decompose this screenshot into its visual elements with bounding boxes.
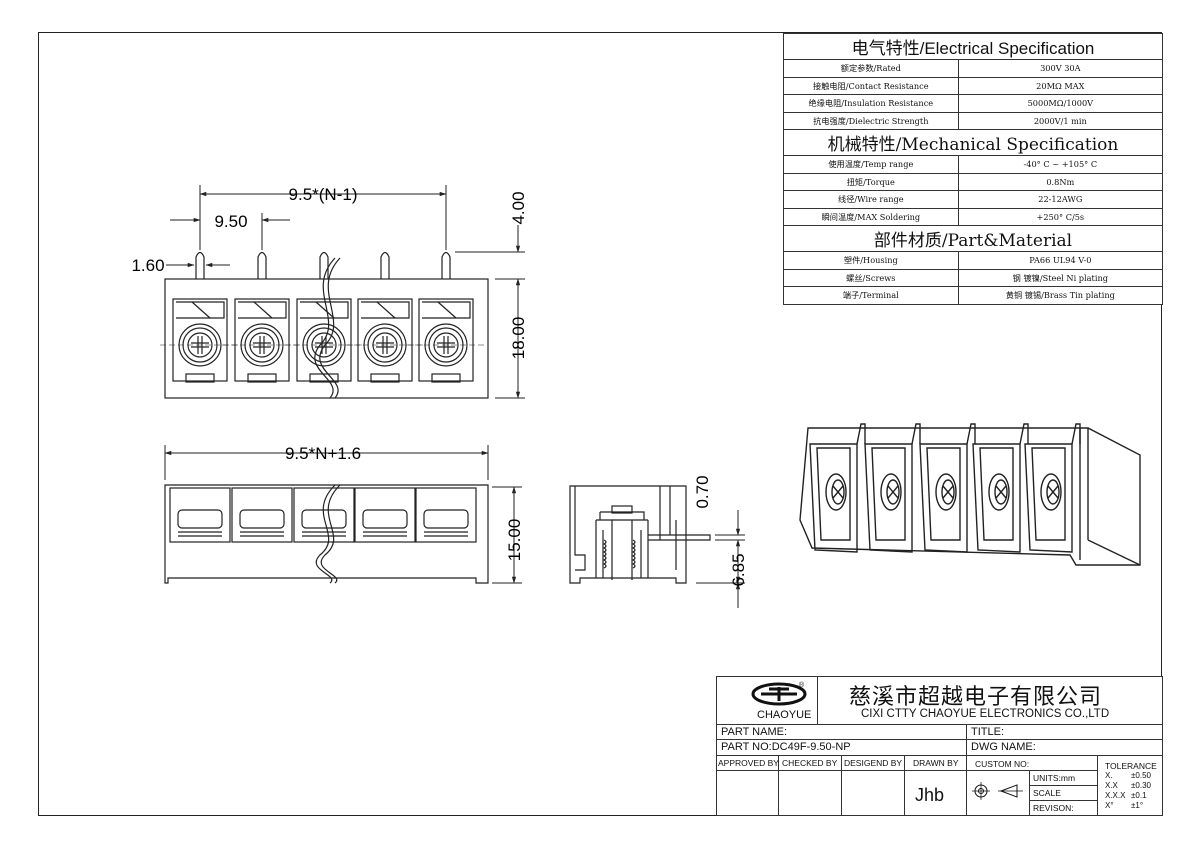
pin bbox=[319, 251, 329, 279]
designed-by-label: DESIGEND BY bbox=[844, 758, 903, 768]
tolerance-value: ±0.50 bbox=[1131, 771, 1151, 780]
tolerance-value: ±1° bbox=[1131, 801, 1144, 810]
tolerance-key: X° bbox=[1105, 801, 1114, 810]
bottom-cell bbox=[231, 487, 293, 543]
part-name-label: PART NAME: bbox=[721, 726, 788, 738]
dim-pitch: 9.50 bbox=[214, 212, 247, 231]
tolerance-value: ±0.1 bbox=[1131, 791, 1147, 800]
title-block: ® CHAOYUE 慈溪市超越电子有限公司 CIXI CTTY CHAOYUE … bbox=[716, 676, 1163, 816]
pin bbox=[257, 251, 267, 279]
front-dimensions bbox=[166, 185, 525, 399]
dim-pitch-total: 9.5*(N-1) bbox=[289, 185, 358, 204]
drawing-border bbox=[38, 32, 1162, 816]
svg-text:®: ® bbox=[799, 681, 805, 689]
company-en: CIXI CTTY CHAOYUE ELECTRONICS CO.,LTD bbox=[861, 708, 1110, 720]
front-view bbox=[160, 251, 489, 399]
drawn-by-label: DRAWN BY bbox=[913, 758, 959, 768]
material-spec-title: 部件材质/Part&Material bbox=[783, 225, 1163, 252]
bottom-cell bbox=[169, 487, 231, 543]
part-no-label: PART NO:DC49F-9.50-NP bbox=[721, 741, 851, 753]
dim-side-offset: 6.85 bbox=[729, 553, 748, 586]
approved-by-label: APPROVED BY bbox=[718, 758, 779, 768]
tolerance-key: X. bbox=[1105, 771, 1113, 780]
pin bbox=[380, 251, 390, 279]
iso-terminal-cell bbox=[972, 423, 1029, 553]
side-dimensions bbox=[696, 510, 745, 608]
iso-terminal-cell bbox=[1024, 423, 1081, 553]
dim-pin-height: 4.00 bbox=[509, 191, 528, 224]
isometric-view bbox=[799, 423, 1141, 566]
dim-side-height: 15.00 bbox=[505, 519, 524, 562]
terminal-cell bbox=[406, 298, 486, 383]
iso-terminal-cell bbox=[919, 423, 976, 553]
dwg-name-label: DWG NAME: bbox=[971, 741, 1036, 753]
checked-by-label: CHECKED BY bbox=[782, 758, 838, 768]
dim-pin-width: 1.60 bbox=[131, 256, 164, 275]
spec-row: 瞬间温度/MAX Soldering+250° C/5s bbox=[783, 207, 1164, 226]
projection-symbol-icon bbox=[972, 782, 1023, 800]
dim-body-height: 18.00 bbox=[509, 317, 528, 360]
scale-label: SCALE bbox=[1033, 788, 1061, 798]
chaoyue-logo-icon: ® bbox=[751, 681, 807, 706]
bottom-cell bbox=[415, 487, 477, 543]
units-label: UNITS:mm bbox=[1033, 773, 1076, 783]
terminal-cell bbox=[222, 298, 302, 383]
tolerance-value: ±0.30 bbox=[1131, 781, 1151, 790]
bottom-view bbox=[164, 484, 489, 584]
iso-terminal-cell bbox=[809, 423, 866, 553]
tolerance-key: X.X.X bbox=[1105, 791, 1126, 800]
side-view bbox=[569, 485, 711, 584]
brand-name: CHAOYUE bbox=[757, 709, 812, 721]
tolerance-key: X.X bbox=[1105, 781, 1118, 790]
terminal-cell bbox=[160, 298, 240, 383]
revision-label: REVISON: bbox=[1033, 803, 1074, 813]
electrical-spec-title: 电气特性/Electrical Specification bbox=[783, 33, 1163, 60]
bottom-dimensions bbox=[164, 445, 522, 584]
dim-side-top: 0.70 bbox=[693, 475, 712, 508]
custom-no-label: CUSTOM NO: bbox=[975, 759, 1030, 769]
terminal-cell bbox=[345, 298, 425, 383]
iso-terminal-cell bbox=[864, 423, 921, 553]
spec-row: 使用温度/Temp range-40° C ~ +105° C bbox=[783, 155, 1164, 174]
tolerance-title: TOLERANCE bbox=[1105, 761, 1157, 771]
company-cn: 慈溪市超越电子有限公司 bbox=[849, 684, 1103, 709]
dim-length: 9.5*N+1.6 bbox=[285, 444, 361, 463]
drawn-by-value: Jhb bbox=[915, 785, 945, 805]
title-label: TITLE: bbox=[971, 726, 1005, 738]
bottom-cell bbox=[293, 487, 355, 543]
mechanical-spec-title: 机械特性/Mechanical Specification bbox=[783, 129, 1163, 156]
pin bbox=[195, 251, 205, 279]
bottom-cell bbox=[354, 487, 416, 543]
pin bbox=[441, 251, 451, 279]
specification-table: 电气特性/Electrical Specification 额定参数/Rated… bbox=[783, 33, 1164, 305]
